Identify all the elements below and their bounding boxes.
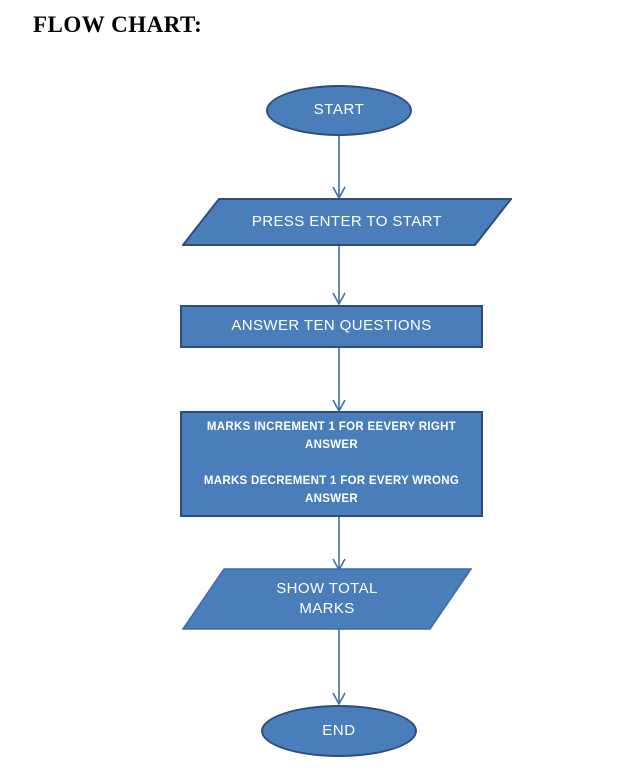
node-start-label: START xyxy=(313,101,365,119)
node-show-total-marks[interactable]: SHOW TOTAL MARKS xyxy=(182,568,472,630)
connector-show-total-marks-to-end xyxy=(330,628,348,708)
node-marks-rules[interactable]: MARKS INCREMENT 1 FOR EEVERY RIGHT ANSWE… xyxy=(180,411,483,517)
node-answer-questions[interactable]: ANSWER TEN QUESTIONS xyxy=(180,305,483,348)
node-answer-questions-label: ANSWER TEN QUESTIONS xyxy=(231,317,432,335)
connector-press-enter-to-answer-questions xyxy=(330,244,348,308)
node-start[interactable]: START xyxy=(266,85,412,136)
node-marks-rules-label: MARKS INCREMENT 1 FOR EEVERY RIGHT ANSWE… xyxy=(203,421,460,505)
node-end[interactable]: END xyxy=(261,705,417,757)
connector-marks-rules-to-show-total-marks xyxy=(330,516,348,574)
connector-start-to-press-enter xyxy=(330,134,348,202)
node-end-label: END xyxy=(322,721,356,739)
connector-answer-questions-to-marks-rules xyxy=(330,347,348,415)
parallelogram-shape xyxy=(182,568,472,630)
page-title: FLOW CHART: xyxy=(33,12,203,37)
node-press-enter[interactable]: PRESS ENTER TO START xyxy=(182,198,512,246)
parallelogram-shape xyxy=(182,198,512,246)
